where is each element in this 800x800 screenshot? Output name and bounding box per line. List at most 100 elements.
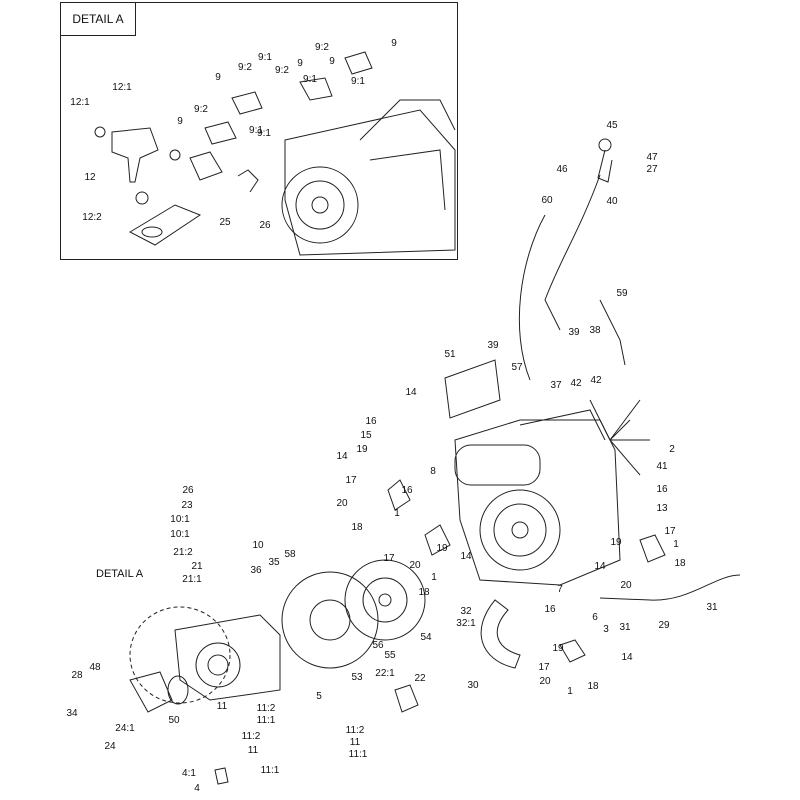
callout-label-0: 45: [606, 120, 618, 131]
callout-label-70: 54: [420, 632, 432, 643]
callout-label-81: 50: [168, 715, 180, 726]
callout-label-18: 19: [356, 444, 368, 455]
callout-label-27: 13: [656, 503, 668, 514]
callout-label-13: 39: [487, 340, 499, 351]
detail-callout-label-17: 12:2: [82, 212, 102, 223]
callout-label-41: 18: [418, 587, 430, 598]
callout-label-44: 10:1: [170, 514, 190, 525]
callout-label-24: 2: [669, 444, 675, 455]
detail-a-title: DETAIL A: [72, 12, 124, 26]
callout-label-85: 11:2: [346, 725, 365, 736]
callout-label-22: 18: [351, 522, 363, 533]
callout-label-87: 11:1: [349, 749, 368, 760]
callout-label-78: 34: [66, 708, 78, 719]
callout-label-29: 1: [673, 539, 679, 550]
callout-label-32: 18: [674, 558, 686, 569]
detail-callout-label-6: 9:2: [315, 42, 329, 53]
detail-callout-label-0: 9: [215, 72, 221, 83]
callout-label-11: 42: [590, 375, 602, 386]
callout-label-20: 17: [345, 475, 357, 486]
detail-a-title-box: DETAIL A: [60, 2, 136, 36]
detail-callout-label-14: 12:1: [70, 97, 90, 108]
callout-label-83: 11:2: [257, 703, 276, 714]
callout-label-80: 24: [104, 741, 116, 752]
callout-label-39: 20: [409, 560, 421, 571]
callout-label-57: 6: [592, 612, 598, 623]
callout-label-90: 11:1: [261, 765, 280, 776]
detail-a-callout: DETAIL A: [96, 568, 144, 580]
callout-label-86: 11: [350, 737, 361, 748]
callout-label-51: 35: [268, 557, 280, 568]
callout-label-53: 31: [706, 602, 718, 613]
callout-label-68: 30: [467, 680, 479, 691]
callout-label-42: 26: [182, 485, 194, 496]
callout-label-9: 37: [550, 380, 562, 391]
callout-label-82: 11: [217, 701, 228, 712]
detail-callout-label-3: 9:2: [275, 65, 289, 76]
callout-label-69: 56: [372, 640, 384, 651]
detail-callout-label-12: 9: [177, 116, 183, 127]
callout-labels: 99:29:19:299:19:299:199:29:199:112:112:1…: [66, 38, 718, 794]
detail-callout-label-13: 9:1: [257, 128, 271, 139]
callout-label-30: 19: [610, 537, 622, 548]
callout-label-3: 27: [646, 164, 658, 175]
detail-callout-label-1: 9:2: [238, 62, 252, 73]
callout-label-64: 17: [538, 662, 550, 673]
callout-label-38: 17: [383, 553, 395, 564]
callout-label-74: 22: [414, 673, 426, 684]
callout-label-91: 4:1: [182, 768, 196, 779]
callout-label-28: 17: [664, 526, 676, 537]
callout-label-31: 14: [594, 561, 606, 572]
callout-label-58: 16: [544, 604, 556, 615]
callout-label-46: 10:1: [170, 529, 190, 540]
callout-label-14: 57: [511, 362, 523, 373]
detail-callout-label-10: 9:2: [194, 104, 208, 115]
callout-label-66: 1: [567, 686, 573, 697]
detail-a-frame: [60, 2, 458, 260]
detail-callout-label-4: 9: [297, 58, 303, 69]
callout-label-50: 58: [284, 549, 296, 560]
callout-label-33: 20: [620, 580, 632, 591]
detail-callout-label-15: 12:1: [112, 82, 132, 93]
callout-label-7: 39: [568, 327, 580, 338]
detail-callout-label-8: 9:1: [351, 76, 365, 87]
callout-label-88: 11:2: [242, 731, 261, 742]
callout-label-45: 10: [252, 540, 264, 551]
callout-label-75: 5: [316, 691, 322, 702]
detail-callout-label-9: 9: [391, 38, 397, 49]
detail-callout-label-19: 26: [259, 220, 271, 231]
callout-label-6: 59: [616, 288, 628, 299]
callout-label-21: 20: [336, 498, 348, 509]
drawing-lines: [94, 51, 741, 785]
callout-label-36: 19: [436, 543, 448, 554]
detail-callout-label-18: 25: [219, 217, 231, 228]
callout-label-49: 21:1: [182, 574, 202, 585]
callout-label-2: 46: [556, 164, 568, 175]
callout-label-16: 16: [365, 416, 377, 427]
callout-label-17: 15: [360, 430, 372, 441]
callout-label-63: 19: [552, 643, 564, 654]
detail-callout-label-7: 9: [329, 56, 335, 67]
callout-label-73: 22:1: [375, 668, 395, 679]
callout-label-5: 60: [541, 195, 553, 206]
callout-label-60: 32: [460, 606, 472, 617]
callout-label-55: 31: [619, 622, 631, 633]
detail-callout-label-2: 9:1: [258, 52, 272, 63]
callout-label-26: 16: [656, 484, 668, 495]
callout-label-47: 21:2: [173, 547, 193, 558]
callout-label-72: 53: [351, 672, 363, 683]
callout-label-79: 24:1: [115, 723, 135, 734]
callout-label-71: 55: [384, 650, 396, 661]
detail-callout-label-5: 9:1: [303, 74, 317, 85]
callout-label-48: 21: [191, 561, 203, 572]
callout-label-35: 16: [401, 485, 413, 496]
callout-label-10: 42: [570, 378, 582, 389]
detail-callout-label-11: 9:1: [249, 125, 263, 136]
callout-label-23: 1: [394, 508, 400, 519]
callout-label-12: 51: [444, 349, 456, 360]
callout-label-34: 8: [430, 466, 436, 477]
callout-label-8: 38: [589, 325, 601, 336]
callout-label-15: 14: [405, 387, 417, 398]
callout-label-52: 36: [250, 565, 262, 576]
